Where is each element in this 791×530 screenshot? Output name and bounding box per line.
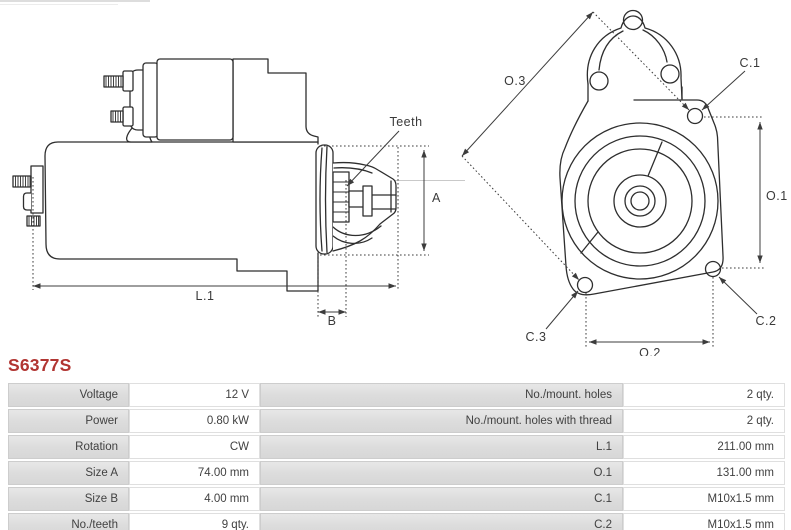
teeth-leader-line [346, 130, 400, 187]
shaft-collar [362, 185, 373, 217]
clip [22, 192, 32, 211]
dim-label-c3: C.3 [526, 330, 547, 344]
spec-label: Power [8, 409, 129, 433]
spec-value: 9 qty. [129, 513, 260, 530]
spec-label: Size A [8, 461, 129, 485]
dim-label-c1: C.1 [740, 56, 761, 70]
top-edge-artifact [0, 4, 118, 5]
c2-leader-line [718, 276, 758, 315]
spec-row: Voltage 12 V No./mount. holes 2 qty. [8, 383, 785, 407]
spec-label: O.1 [260, 461, 623, 485]
technical-drawing: Teeth L.1 B A [12, 9, 788, 356]
spec-value: 2 qty. [623, 409, 785, 433]
dim-line-o3 [461, 11, 594, 157]
spec-row: Power 0.80 kW No./mount. holes with thre… [8, 409, 785, 433]
spec-value: 131.00 mm [623, 461, 785, 485]
mounting-collar [315, 144, 334, 255]
spec-value: 74.00 mm [129, 461, 260, 485]
spec-label: C.2 [260, 513, 623, 530]
extension-line [592, 11, 690, 111]
spec-value: 0.80 kW [129, 409, 260, 433]
spec-row: Rotation CW L.1 211.00 mm [8, 435, 785, 459]
spec-label: L.1 [260, 435, 623, 459]
side-view-drawing: Teeth L.1 B A [12, 58, 465, 328]
through-bolt [12, 175, 32, 188]
c1-leader-line [701, 70, 746, 111]
spec-label: Rotation [8, 435, 129, 459]
part-number: S6377S [8, 355, 72, 375]
dim-label-a: A [432, 191, 441, 205]
extension-line [461, 155, 580, 281]
head-right-hole [660, 64, 680, 84]
dim-label-b: B [328, 314, 337, 328]
top-edge-artifact [0, 0, 150, 2]
mount-hole-c1 [686, 107, 704, 125]
spec-row: No./teeth 9 qty. C.2 M10x1.5 mm [8, 513, 785, 530]
spec-label: C.1 [260, 487, 623, 511]
housing-circle-outer [561, 122, 719, 280]
solenoid-neck [587, 83, 683, 102]
terminal-bolt-lower [110, 110, 124, 123]
head-left-hole [589, 71, 609, 91]
spec-value: M10x1.5 mm [623, 513, 785, 530]
pinion-gear [332, 171, 350, 223]
spec-label: No./teeth [8, 513, 129, 530]
spec-table: Voltage 12 V No./mount. holes 2 qty. Pow… [8, 381, 785, 530]
terminal-nut-upper [122, 70, 134, 92]
end-plate [30, 165, 44, 214]
spec-value: M10x1.5 mm [623, 487, 785, 511]
motor-body [44, 141, 319, 292]
spec-label: No./mount. holes with thread [260, 409, 623, 433]
spec-value: CW [129, 435, 260, 459]
spec-label: Size B [8, 487, 129, 511]
spec-value: 12 V [129, 383, 260, 407]
spec-row: Size B 4.00 mm C.1 M10x1.5 mm [8, 487, 785, 511]
terminal-nut-lower [122, 106, 134, 127]
bracket [232, 58, 319, 143]
dim-label-o3: O.3 [504, 74, 526, 88]
spec-row: Size A 74.00 mm O.1 131.00 mm [8, 461, 785, 485]
spec-value: 2 qty. [623, 383, 785, 407]
spec-value: 4.00 mm [129, 487, 260, 511]
solenoid-body [156, 58, 234, 141]
mount-hole-c2 [704, 260, 722, 278]
c3-leader-line [545, 290, 579, 330]
spec-label: Voltage [8, 383, 129, 407]
spoke-line [580, 141, 663, 254]
dim-label-o1: O.1 [766, 189, 788, 203]
teeth-label: Teeth [389, 115, 422, 129]
spec-value: 211.00 mm [623, 435, 785, 459]
hub-circle [613, 174, 667, 228]
solenoid-band [142, 62, 159, 138]
front-view-drawing: O.3 C.1 O.1 C.2 C.3 O.2 [461, 9, 788, 356]
dim-label-c2: C.2 [756, 314, 777, 328]
solenoid-head [586, 15, 683, 100]
dim-label-l1: L.1 [196, 289, 215, 303]
shaft-hole [630, 191, 650, 211]
head-top-hole [622, 9, 644, 31]
mount-hole-c3 [576, 276, 594, 294]
spec-label: No./mount. holes [260, 383, 623, 407]
dim-label-o2: O.2 [639, 346, 661, 356]
